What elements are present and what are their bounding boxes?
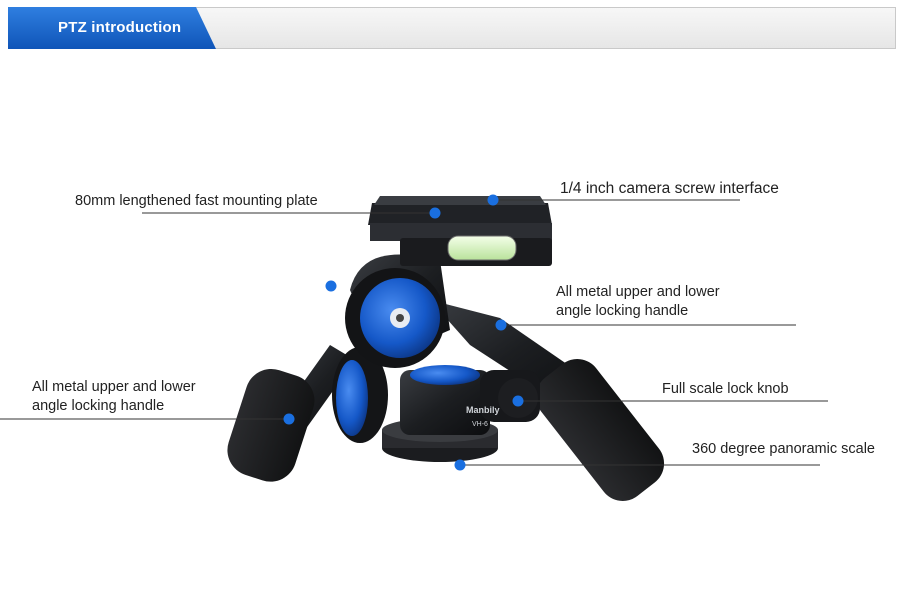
dot-panoramic-scale [454, 459, 466, 471]
callout-mounting-plate: 80mm lengthened fast mounting plate [75, 193, 318, 209]
callout-handle-left: All metal upper and lower angle locking … [32, 378, 196, 416]
mounting-plate [368, 196, 552, 266]
callout-screw-interface: 1/4 inch camera screw interface [560, 180, 779, 197]
side-blue-knob [332, 347, 388, 443]
dot-handle-right [495, 319, 507, 331]
callout-handle-left-line1: All metal upper and lower [32, 379, 196, 395]
dot-screw-interface [487, 194, 499, 206]
callout-dots [283, 194, 524, 471]
callout-lock-knob: Full scale lock knob [662, 381, 789, 397]
dot-handle-left [283, 413, 295, 425]
callout-handle-right-line2: angle locking handle [556, 303, 689, 319]
callout-handle-right-line1: All metal upper and lower [556, 284, 720, 300]
header-tab [8, 7, 216, 49]
left-handle [227, 345, 355, 482]
dot-upper-knob [325, 280, 337, 292]
callout-panoramic-scale: 360 degree panoramic scale [692, 441, 875, 457]
dot-lock-knob [512, 395, 524, 407]
dot-mounting-plate [429, 207, 441, 219]
header-title: PTZ introduction [58, 19, 182, 36]
model-text: VH-6 [472, 421, 488, 428]
upper-arm [345, 254, 450, 368]
callout-handle-left-line2: angle locking handle [32, 398, 165, 414]
callout-handle-right: All metal upper and lower angle locking … [556, 283, 720, 321]
brand-text: Manbily [466, 405, 500, 415]
leader-lines [0, 199, 828, 466]
head-body [400, 365, 540, 435]
